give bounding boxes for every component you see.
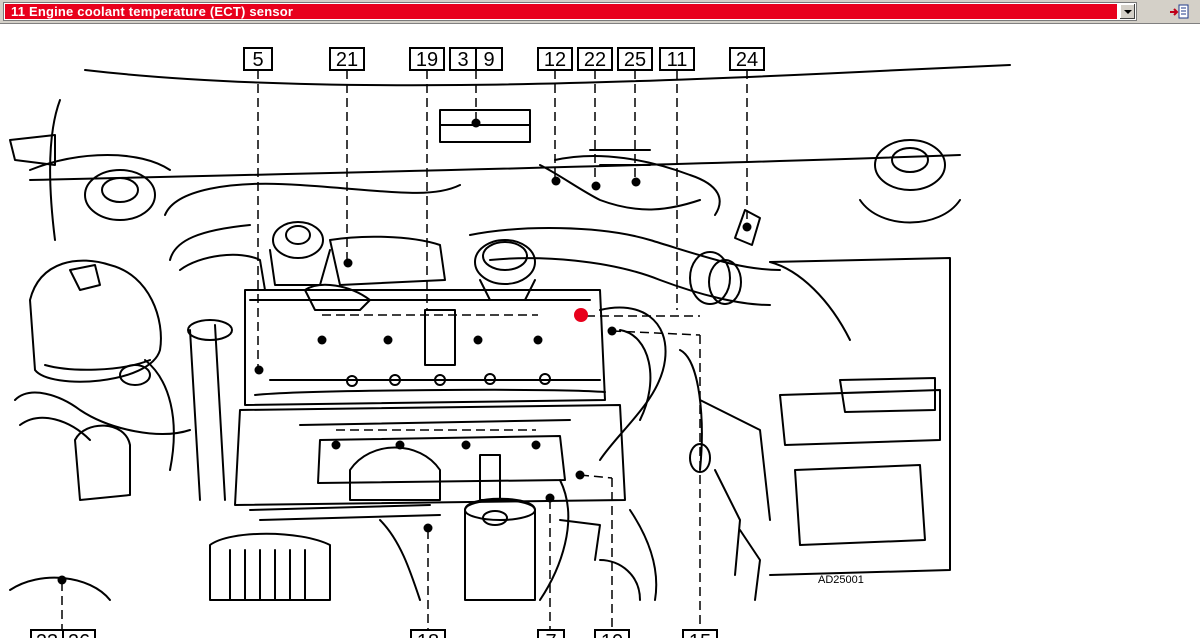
label-text: 23 xyxy=(36,631,58,638)
label-box[interactable]: 18 xyxy=(410,629,446,638)
label-box[interactable]: 25 xyxy=(617,47,653,71)
label-box[interactable]: 5 xyxy=(243,47,273,71)
label-box[interactable]: 12 xyxy=(537,47,573,71)
engine-bay-diagram: 5 21 19 3 9 12 22 25 11 24 23 26 18 7 10… xyxy=(9,47,1011,638)
label-text: 19 xyxy=(416,49,438,71)
connector-dots xyxy=(57,118,752,585)
label-text: 26 xyxy=(68,631,90,638)
label-box[interactable]: 10 xyxy=(594,629,630,638)
ect-sensor-marker[interactable] xyxy=(574,308,588,322)
top-callout-labels: 5 21 19 3 9 12 22 25 11 24 xyxy=(243,47,765,71)
label-box[interactable]: 15 xyxy=(682,629,718,638)
label-box[interactable]: 19 xyxy=(409,47,445,71)
component-title[interactable]: 11 Engine coolant temperature (ECT) sens… xyxy=(5,4,1117,19)
label-text: 22 xyxy=(584,49,606,71)
figure-code: AD25001 xyxy=(818,574,864,586)
label-text: 21 xyxy=(336,49,358,71)
label-text: 12 xyxy=(544,49,566,71)
bottom-callout-labels: 23 26 18 7 10 15 xyxy=(30,629,718,638)
label-text: 5 xyxy=(252,49,263,71)
exit-icon[interactable] xyxy=(1168,3,1190,21)
label-box[interactable]: 24 xyxy=(729,47,765,71)
engine-illustration xyxy=(9,64,1011,601)
label-text: 7 xyxy=(545,631,556,638)
label-box[interactable]: 26 xyxy=(62,629,96,638)
label-text: 3 xyxy=(457,49,468,71)
label-box[interactable]: 3 xyxy=(449,47,477,71)
label-box[interactable]: 9 xyxy=(475,47,503,71)
label-box[interactable]: 7 xyxy=(537,629,565,638)
label-text: 25 xyxy=(624,49,646,71)
label-text: 11 xyxy=(667,49,688,71)
label-box[interactable]: 23 xyxy=(30,629,64,638)
label-text: 10 xyxy=(601,631,623,638)
leader-lines xyxy=(61,70,748,632)
label-box[interactable]: 21 xyxy=(329,47,365,71)
component-dropdown[interactable]: 11 Engine coolant temperature (ECT) sens… xyxy=(3,2,1137,21)
label-box[interactable]: 11 xyxy=(659,47,695,71)
label-text: 24 xyxy=(736,49,758,71)
label-text: 15 xyxy=(689,631,711,638)
label-text: 18 xyxy=(417,631,439,638)
chevron-down-icon[interactable] xyxy=(1119,4,1135,19)
label-box[interactable]: 22 xyxy=(577,47,613,71)
component-selector-bar: 11 Engine coolant temperature (ECT) sens… xyxy=(0,0,1200,24)
label-text: 9 xyxy=(483,49,494,71)
